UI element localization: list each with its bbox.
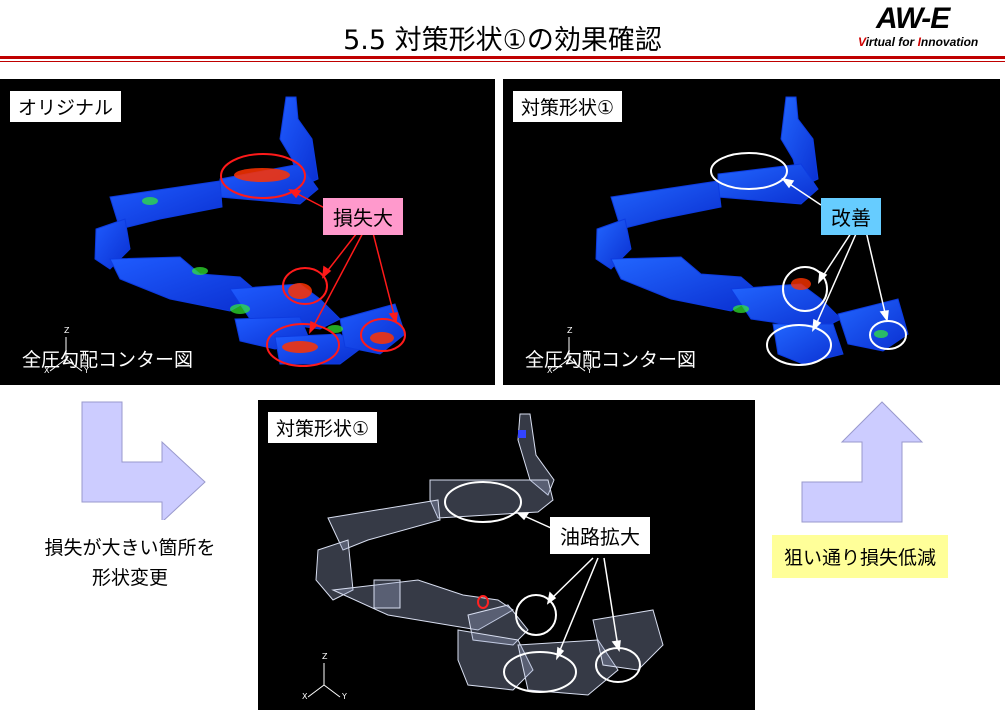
original-contour-label: 全圧勾配コンター図 xyxy=(22,349,194,371)
svg-text:X: X xyxy=(44,366,50,375)
improved-contour-panel: Z X Y 対策形状① 改善 全圧勾配コンター図 xyxy=(503,79,1000,385)
svg-text:Y: Y xyxy=(341,692,347,701)
left-caption-line2: 形状変更 xyxy=(91,567,168,589)
svg-text:Y: Y xyxy=(586,366,592,375)
logo-subtitle: Virtual for Innovation xyxy=(858,35,979,49)
loss-large-callout: 損失大 xyxy=(323,198,403,235)
original-contour-panel: Z X Y オリジナル 損失大 全圧勾配コンター図 xyxy=(0,79,495,385)
down-right-arrow xyxy=(81,401,206,520)
logo-mark: AW-E xyxy=(876,2,950,35)
svg-text:Y: Y xyxy=(83,366,89,375)
oil-path-expansion-callout: 油路拡大 xyxy=(550,517,650,554)
original-model-image: Z X Y xyxy=(44,96,406,375)
right-up-arrow xyxy=(801,401,924,523)
improvement-callout: 改善 xyxy=(821,198,881,235)
svg-text:Z: Z xyxy=(567,326,573,335)
left-caption: 損失が大きい箇所を 形状変更 xyxy=(10,533,250,593)
svg-text:X: X xyxy=(547,366,553,375)
svg-text:Z: Z xyxy=(322,652,328,661)
company-logo: AW-E Virtual for Innovation xyxy=(848,2,1000,52)
slide-title: 5.5 対策形状①の効果確認 xyxy=(343,25,662,56)
improved-contour-label: 全圧勾配コンター図 xyxy=(525,349,697,371)
left-caption-line1: 損失が大きい箇所を xyxy=(44,537,216,559)
improved-label: 対策形状① xyxy=(513,91,623,122)
title-rule-thin xyxy=(0,61,1005,62)
transparent-model-panel: Z X Y 対策形状① 油路拡大 xyxy=(258,400,755,710)
improved-model-image: Z X Y xyxy=(547,96,909,375)
svg-text:Z: Z xyxy=(64,326,70,335)
original-label: オリジナル xyxy=(10,91,122,122)
svg-text:X: X xyxy=(302,692,308,701)
title-rule xyxy=(0,56,1005,59)
goal-callout: 狙い通り損失低減 xyxy=(772,535,949,578)
transparent-model-image: Z X Y xyxy=(302,413,664,701)
transparent-label: 対策形状① xyxy=(268,412,378,443)
